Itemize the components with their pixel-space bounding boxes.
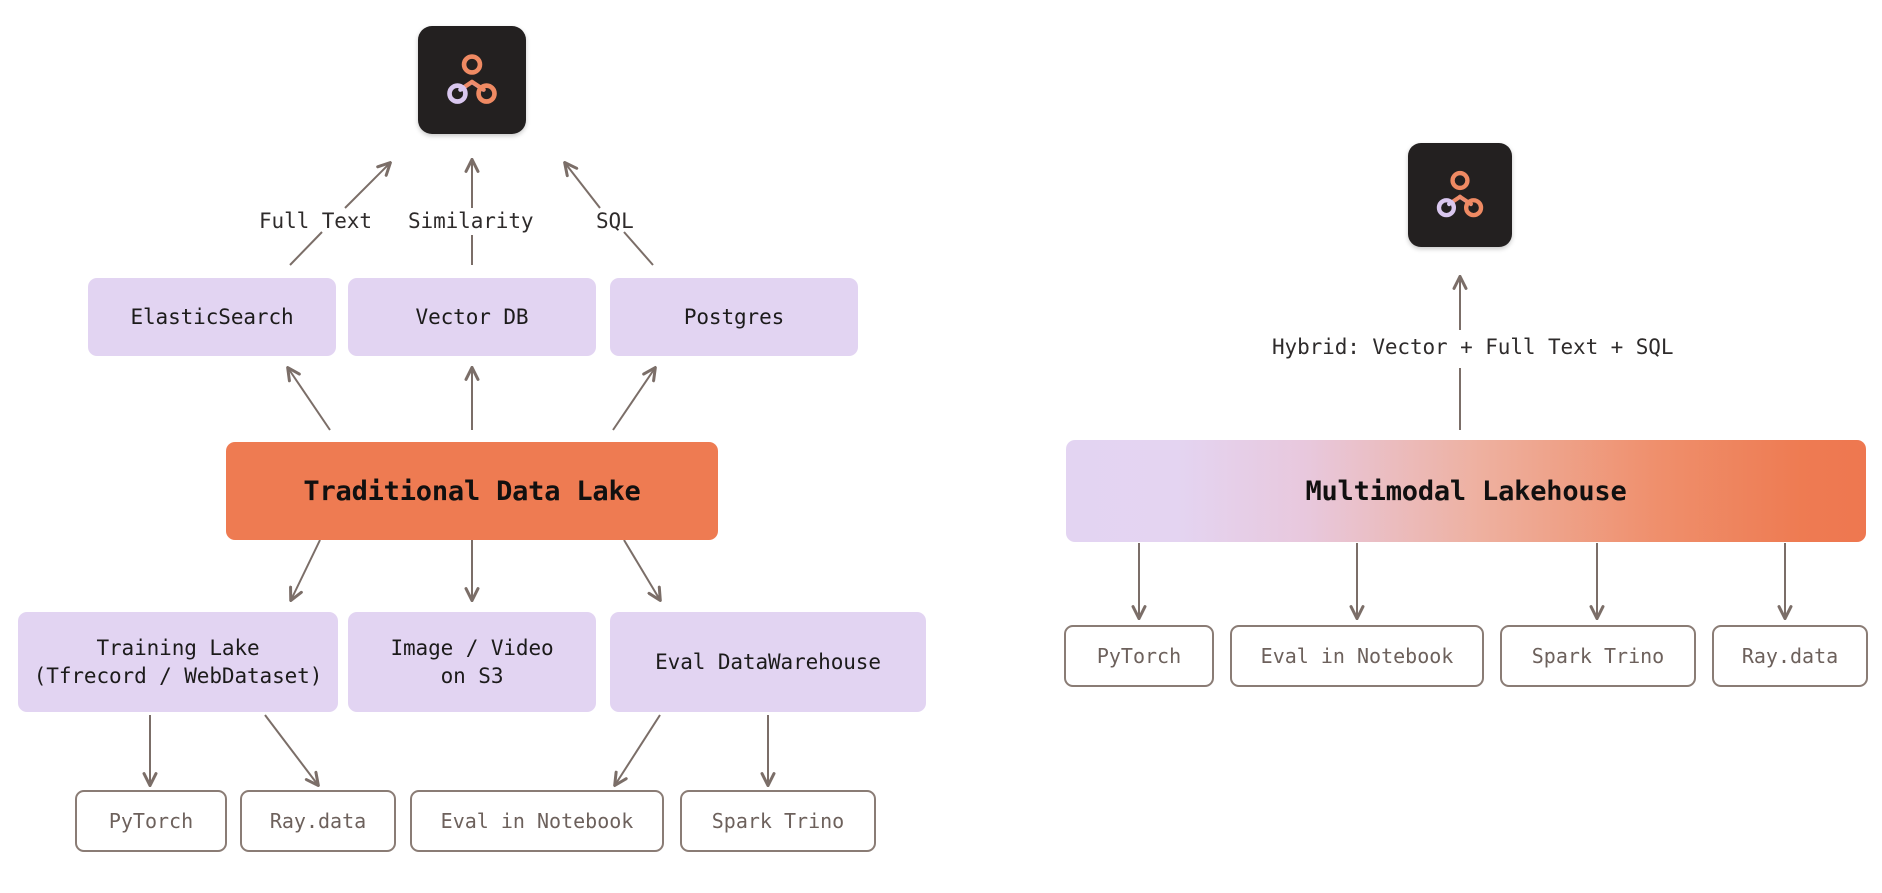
logo-tile-left: [418, 26, 526, 134]
node-right-spark-trino-label: Spark Trino: [1531, 644, 1665, 668]
node-left-spark-trino[interactable]: Spark Trino: [680, 790, 876, 852]
node-training-lake-line1: Training Lake: [96, 635, 260, 660]
node-vector-db-label: Vector DB: [415, 304, 529, 329]
node-left-eval-in-notebook[interactable]: Eval in Notebook: [410, 790, 664, 852]
node-postgres[interactable]: Postgres: [610, 278, 858, 356]
edge-label-sql: SQL: [596, 209, 634, 233]
node-elasticsearch-label: ElasticSearch: [130, 304, 294, 329]
logo-tile-right: [1408, 143, 1512, 247]
arrow-training-lake-to-raydata: [264, 714, 320, 787]
banner-multimodal-lakehouse-label: Multimodal Lakehouse: [1305, 475, 1627, 507]
node-left-pytorch-label: PyTorch: [108, 809, 194, 833]
arrow-datalake-to-eval-warehouse: [623, 539, 662, 603]
node-right-pytorch[interactable]: PyTorch: [1064, 625, 1214, 687]
node-right-eval-in-notebook[interactable]: Eval in Notebook: [1230, 625, 1484, 687]
edge-label-hybrid: Hybrid: Vector + Full Text + SQL: [1272, 335, 1674, 359]
node-right-raydata[interactable]: Ray.data: [1712, 625, 1868, 687]
edge-label-similarity: Similarity: [408, 209, 534, 233]
node-elasticsearch[interactable]: ElasticSearch: [88, 278, 336, 356]
node-eval-datawarehouse[interactable]: Eval DataWarehouse: [610, 612, 926, 712]
arrow-eval-warehouse-to-notebook: [613, 714, 661, 788]
node-training-lake[interactable]: Training Lake (Tfrecord / WebDataset): [18, 612, 338, 712]
arrow-datalake-to-elasticsearch: [286, 366, 331, 431]
node-left-pytorch[interactable]: PyTorch: [75, 790, 227, 852]
node-right-pytorch-label: PyTorch: [1096, 644, 1182, 668]
arrow-datalake-to-postgres: [612, 366, 657, 431]
node-left-raydata-label: Ray.data: [269, 809, 367, 833]
banner-multimodal-lakehouse[interactable]: Multimodal Lakehouse: [1066, 440, 1866, 542]
node-left-raydata[interactable]: Ray.data: [240, 790, 396, 852]
node-right-raydata-label: Ray.data: [1741, 644, 1839, 668]
lancedb-triad-logo-icon: [1436, 170, 1484, 218]
arrow-datalake-to-training-lake: [289, 539, 321, 603]
edge-label-full-text: Full Text: [259, 209, 372, 233]
node-right-eval-in-notebook-label: Eval in Notebook: [1260, 644, 1454, 668]
banner-traditional-data-lake-label: Traditional Data Lake: [303, 475, 641, 507]
banner-traditional-data-lake[interactable]: Traditional Data Lake: [226, 442, 718, 540]
node-vector-db[interactable]: Vector DB: [348, 278, 596, 356]
node-right-spark-trino[interactable]: Spark Trino: [1500, 625, 1696, 687]
node-postgres-label: Postgres: [683, 304, 785, 329]
node-image-video-s3-line1: Image / Video: [390, 635, 554, 660]
node-left-spark-trino-label: Spark Trino: [711, 809, 845, 833]
node-image-video-s3-line2: on S3: [440, 664, 504, 688]
node-training-lake-line2: (Tfrecord / WebDataset): [33, 664, 323, 688]
node-left-eval-in-notebook-label: Eval in Notebook: [440, 809, 634, 833]
node-image-video-s3[interactable]: Image / Video on S3: [348, 612, 596, 712]
node-eval-datawarehouse-label: Eval DataWarehouse: [655, 649, 881, 674]
lancedb-triad-logo-icon: [447, 54, 497, 104]
